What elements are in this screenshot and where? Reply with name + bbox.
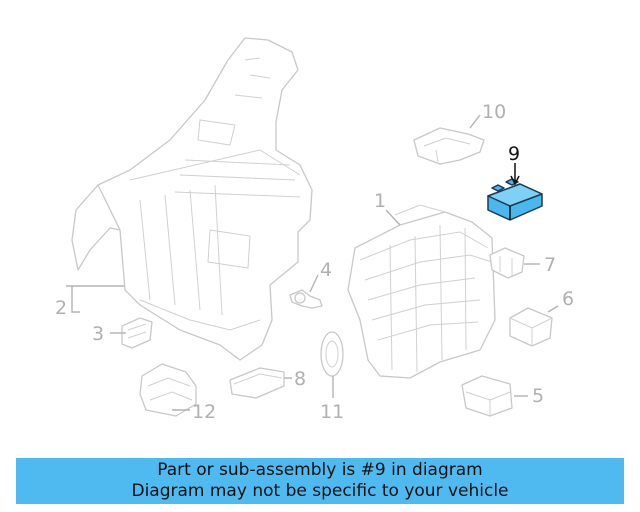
banner-line-disclaimer: Diagram may not be specific to your vehi… — [131, 481, 509, 501]
callout-6: 6 — [562, 288, 574, 310]
part-5-relay — [461, 375, 513, 417]
part-10-bracket — [413, 127, 485, 165]
callout-12: 12 — [192, 401, 216, 423]
callout-5: 5 — [532, 385, 544, 407]
callout-labels: 1 2 3 4 5 6 7 8 9 10 11 12 — [55, 101, 574, 423]
part-2-bracket-housing — [71, 37, 313, 361]
callout-11: 11 — [320, 401, 344, 423]
leader-lines — [66, 114, 559, 411]
part-7-fuse — [489, 247, 525, 279]
parts-diagram: 1 2 3 4 5 6 7 8 9 10 11 12 — [55, 37, 574, 423]
part-1-fuse-relay-box — [347, 204, 496, 379]
part-6-relay — [509, 307, 553, 347]
callout-3: 3 — [92, 323, 104, 345]
callout-4: 4 — [320, 259, 332, 281]
part-3-clip — [121, 317, 153, 349]
callout-2: 2 — [55, 297, 67, 319]
part-11-buzzer — [320, 331, 344, 377]
part-4-bolt — [289, 289, 323, 309]
callout-9-highlighted: 9 — [508, 143, 520, 165]
part-8-connector — [229, 367, 285, 399]
callout-8: 8 — [294, 368, 306, 390]
banner-line-part-number: Part or sub-assembly is #9 in diagram — [157, 460, 483, 480]
callout-10: 10 — [482, 101, 506, 123]
callout-7: 7 — [544, 254, 556, 276]
part-12-connector-housing — [139, 363, 197, 417]
callout-1: 1 — [374, 190, 386, 212]
info-banner: Part or sub-assembly is #9 in diagram Di… — [16, 458, 624, 504]
